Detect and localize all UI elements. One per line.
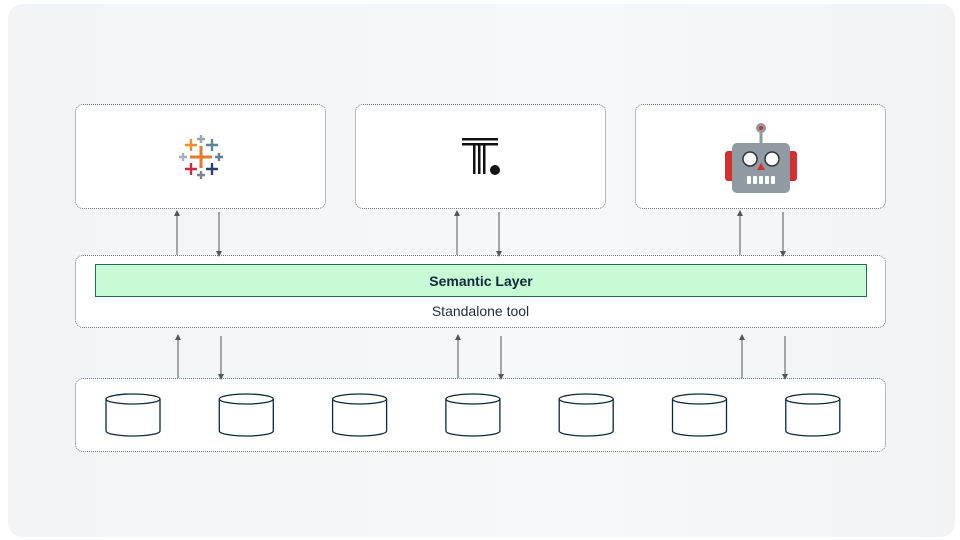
semantic-layer-container: Semantic Layer Standalone tool	[75, 255, 886, 328]
database-cylinder-icon	[105, 393, 161, 437]
database-cylinder-icon	[558, 393, 614, 437]
database-cylinder-icon	[218, 393, 274, 437]
tool-box-tableau	[75, 104, 326, 209]
t-dot-logo-icon	[461, 137, 500, 175]
robot-icon	[724, 122, 797, 193]
database-cylinder-icon	[671, 393, 728, 437]
database-cylinder-icon	[445, 393, 501, 437]
database-cylinder-icon	[331, 393, 388, 437]
standalone-tool-label: Standalone tool	[431, 303, 530, 319]
tool-box-t-dot	[355, 104, 606, 209]
tableau-logo-icon	[178, 134, 223, 179]
database-cylinder-icon	[785, 393, 841, 437]
semantic-layer-bar: Semantic Layer	[95, 264, 867, 297]
tool-box-robot	[635, 104, 886, 209]
